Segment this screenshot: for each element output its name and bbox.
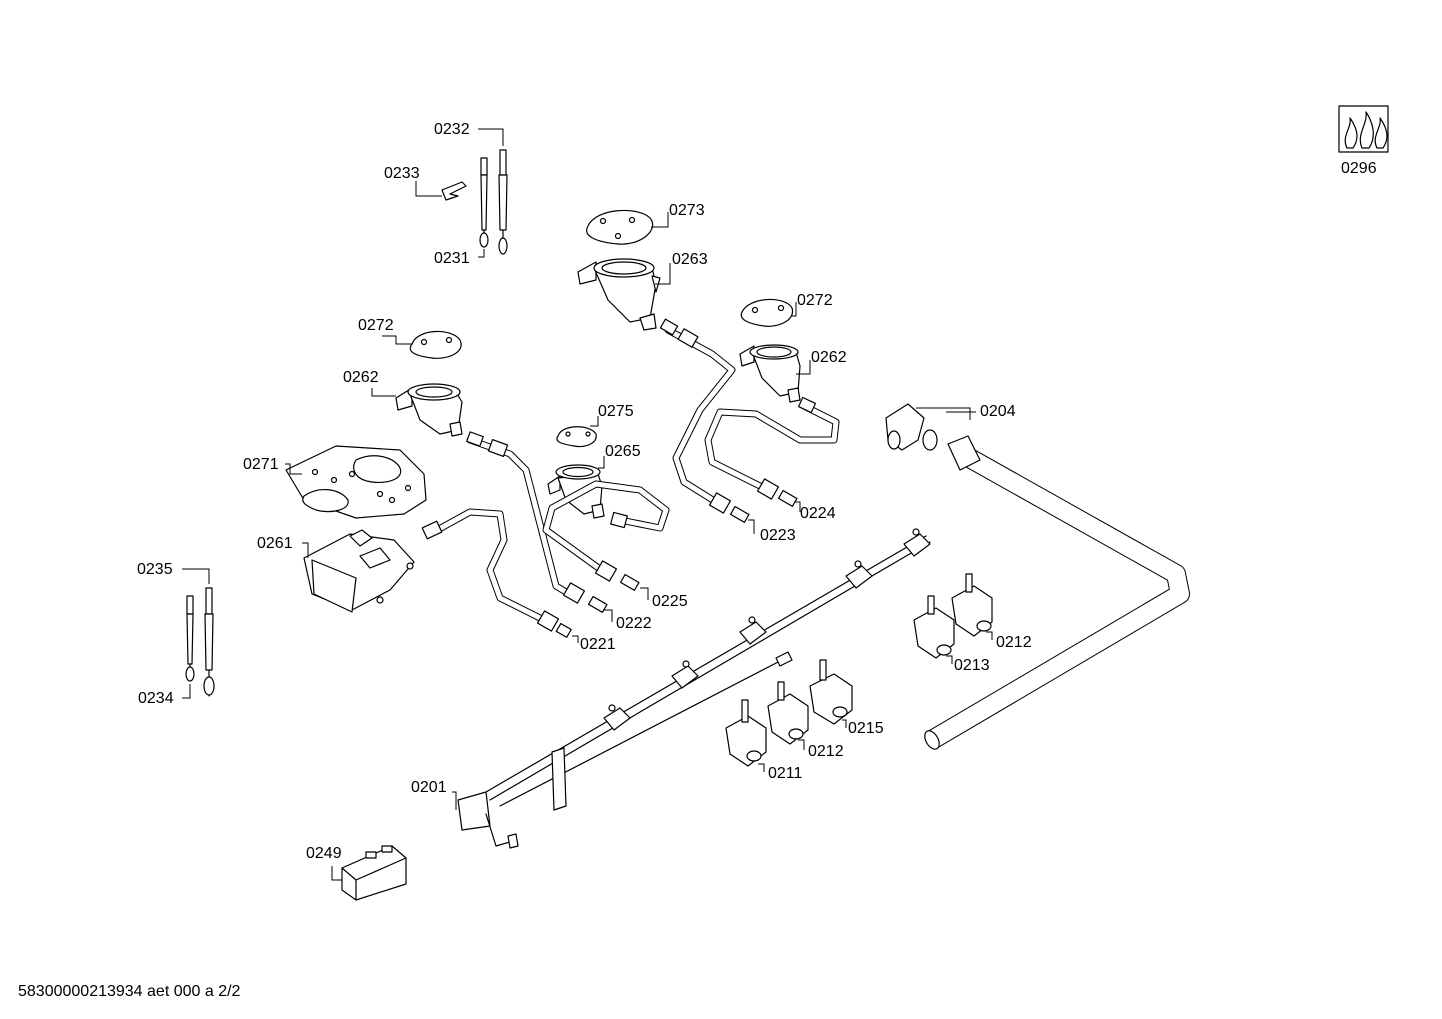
part-label-0273: 0273 (669, 202, 705, 219)
part-label-0265: 0265 (605, 443, 641, 460)
part-label-0221: 0221 (580, 636, 616, 653)
main-gas-pipe-0204 (885, 403, 1190, 750)
document-footer: 58300000213934 aet 000 a 2/2 (18, 983, 241, 1000)
part-label-0224: 0224 (800, 505, 836, 522)
ignition-harness-0201 (457, 528, 931, 849)
part-label-0211: 0211 (768, 765, 803, 782)
gasket-plate-0271 (285, 445, 427, 519)
part-label-0215: 0215 (848, 720, 884, 737)
part-label-0272: 0272 (797, 292, 833, 309)
part-label-0222: 0222 (616, 615, 652, 632)
part-label-0262: 0262 (811, 349, 847, 366)
part-label-0262-left: 0262 (343, 369, 379, 386)
part-label-0235: 0235 (137, 561, 173, 578)
gasket-0272-right (740, 298, 794, 327)
part-label-0231: 0231 (434, 250, 470, 267)
part-label-0233: 0233 (384, 165, 420, 182)
gasket-0275 (556, 426, 597, 448)
flame-icon (1338, 105, 1389, 153)
gasket-0272-left (409, 330, 462, 359)
part-label-0232: 0232 (434, 121, 470, 138)
part-label-0204: 0204 (980, 403, 1016, 420)
part-label-0261: 0261 (257, 535, 293, 552)
gasket-0273 (586, 209, 653, 245)
part-label-0201: 0201 (411, 779, 447, 796)
gas-valves (725, 573, 993, 767)
burner-body-0262-right (739, 344, 801, 403)
part-label-0272-left: 0272 (358, 317, 394, 334)
burner-tray-0261 (303, 529, 415, 613)
part-label-0275: 0275 (598, 403, 634, 420)
thermocouple-top (441, 149, 508, 255)
thermocouple-left (185, 587, 215, 697)
part-label-0212-top: 0212 (996, 634, 1032, 651)
part-label-0249: 0249 (306, 845, 342, 862)
ignition-module-0249 (341, 845, 407, 901)
pipe-fittings (421, 318, 817, 638)
part-label-0225: 0225 (652, 593, 688, 610)
part-label-0263: 0263 (672, 251, 708, 268)
part-label-0296: 0296 (1341, 160, 1377, 177)
burner-body-0263 (577, 258, 661, 331)
burner-body-0262-left (395, 383, 463, 437)
part-label-0271: 0271 (243, 456, 279, 473)
part-label-0213: 0213 (954, 657, 990, 674)
part-label-0234: 0234 (138, 690, 174, 707)
part-label-0223: 0223 (760, 527, 796, 544)
part-label-0212-bottom: 0212 (808, 743, 844, 760)
